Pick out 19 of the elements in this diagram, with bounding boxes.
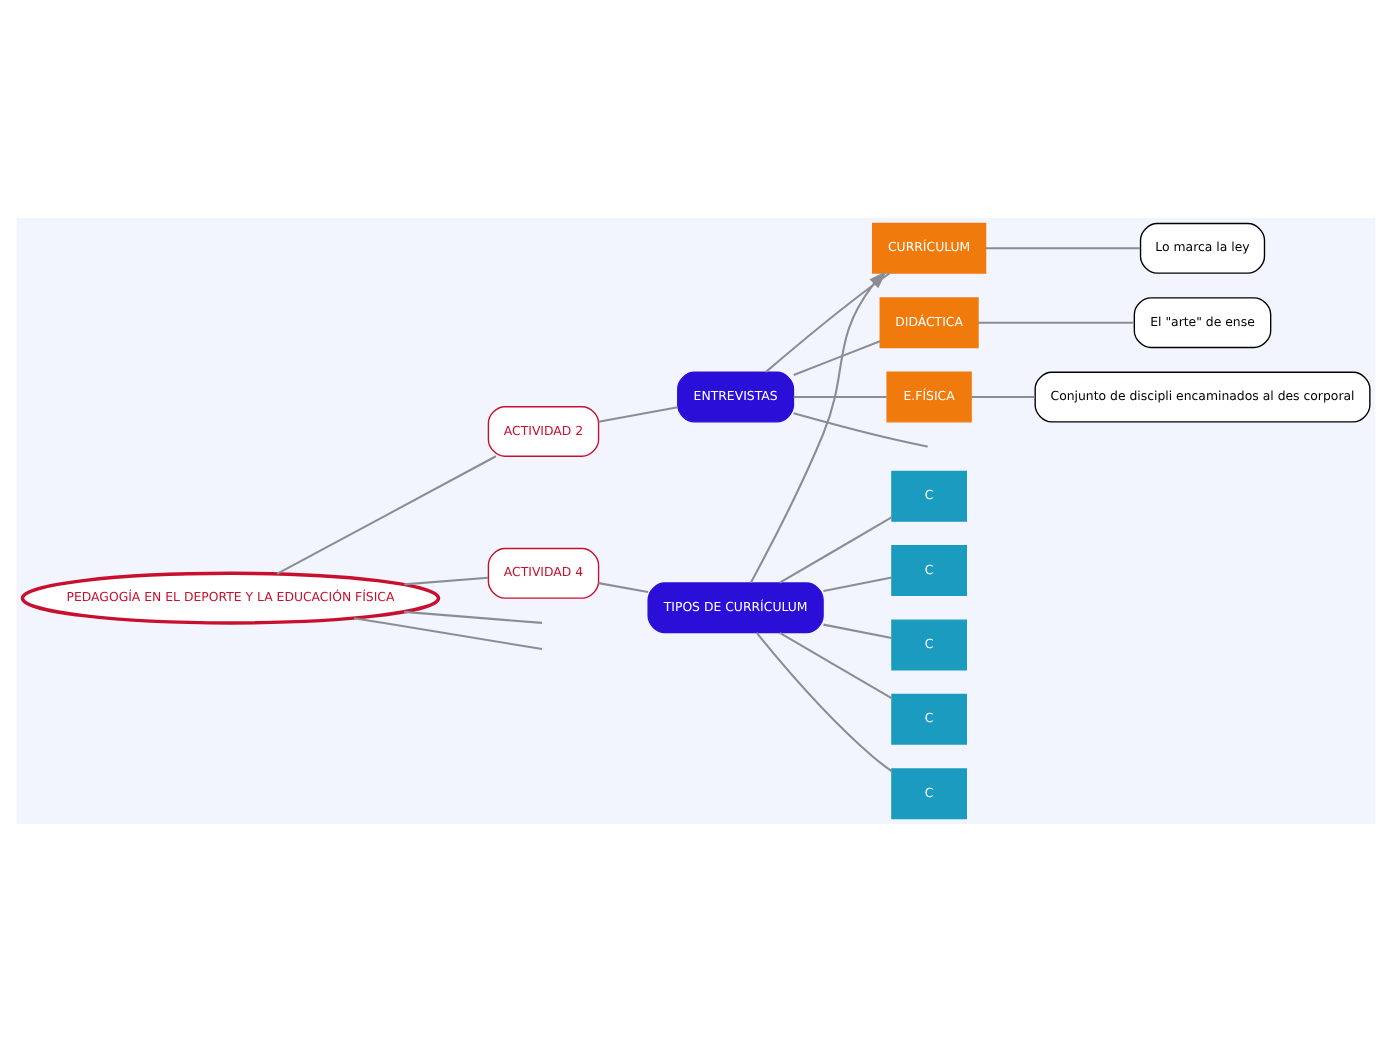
connector: [598, 581, 649, 593]
connector: [779, 630, 893, 699]
connector: [755, 630, 893, 772]
connector: [779, 515, 893, 583]
connector: [823, 622, 892, 638]
connector: [978, 320, 1135, 323]
connector: [404, 609, 542, 623]
connector: [793, 395, 887, 398]
connector: [276, 454, 497, 574]
connector: [793, 339, 881, 375]
connector: [765, 271, 891, 372]
connector: [971, 395, 1035, 398]
connector: [404, 575, 489, 585]
connector: [598, 405, 678, 422]
connector: [793, 411, 928, 447]
connector: [353, 616, 543, 650]
connector: [823, 575, 892, 591]
connector: [985, 246, 1141, 249]
arrow: [750, 270, 887, 582]
